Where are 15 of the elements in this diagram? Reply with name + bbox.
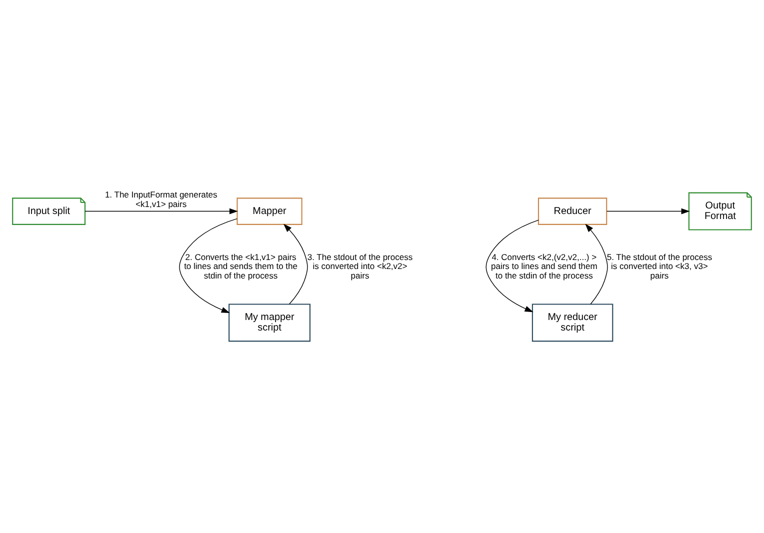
arrow: [606, 208, 690, 214]
arrow: [283, 223, 308, 304]
node-box: My reducer script: [532, 303, 614, 342]
edge-label: 2. Converts the <k1,v1> pairs to lines and sends them to the stdin of the process: [184, 251, 298, 280]
arrow: [84, 208, 238, 214]
edge-label: 1. The InputFormat generates <k1,v1> pairs: [104, 189, 218, 208]
node-box: My mapper script: [228, 303, 310, 342]
edge-label: 5. The stdout of the process is converted into <k3, v3> pairs: [606, 251, 712, 280]
edge-label: 4. Converts <k2,(v2,v2,...) > pairs to lines and send them to the stdin of the process: [491, 251, 598, 280]
node-box: Mapper: [236, 197, 302, 224]
arrow: [585, 223, 608, 304]
edge-label: 3. The stdout of the process is converted into <k2,v2> pairs: [307, 251, 413, 280]
arrow: [179, 218, 238, 312]
arrow: [486, 219, 539, 312]
node-box: Reducer: [538, 197, 608, 224]
